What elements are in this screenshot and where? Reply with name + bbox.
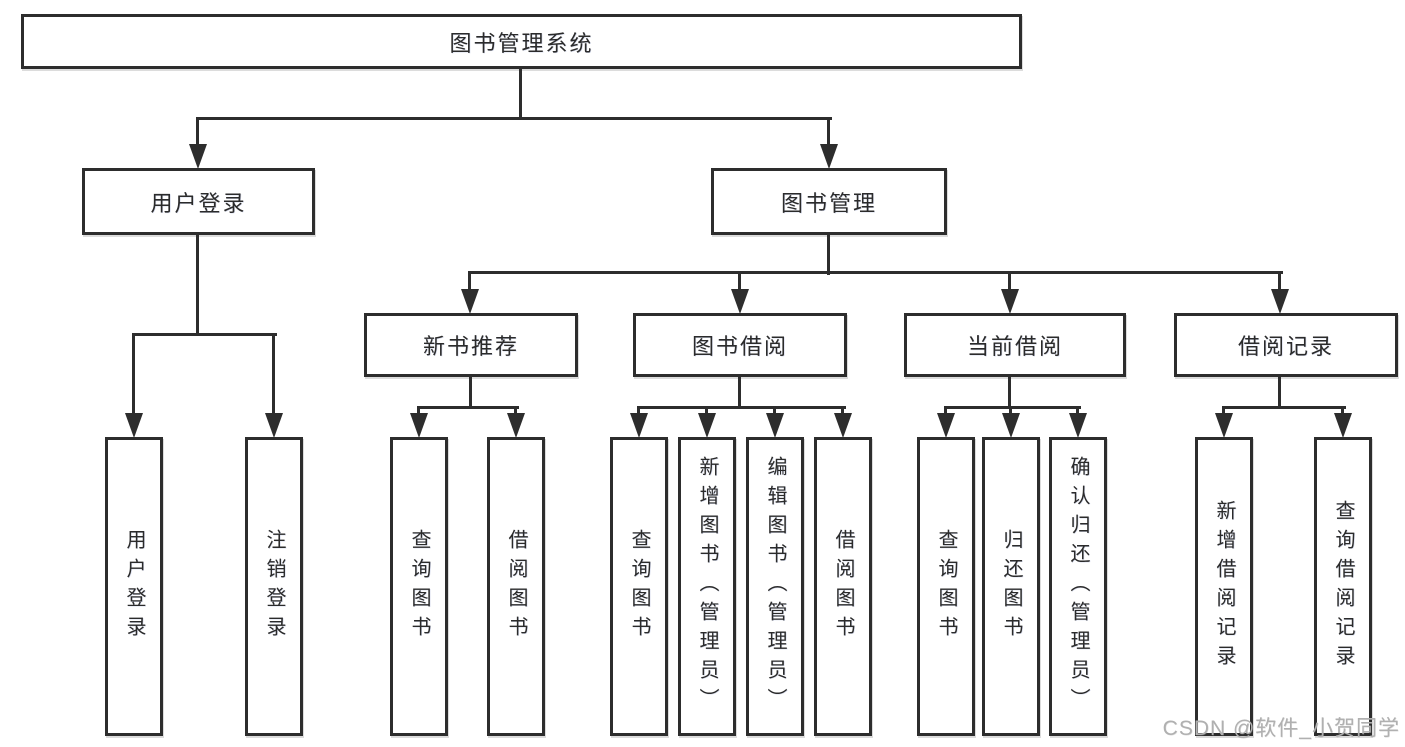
leaf-add-borrow-record-label: 新增借阅记录 [1213,499,1235,674]
node-borrowing-records-label: 借阅记录 [1237,334,1334,359]
leaf-borrow-books-recommend: 借阅图书 [487,437,545,736]
connector-line [1076,406,1079,416]
connector-line [1222,406,1225,416]
node-user-login-label: 用户登录 [150,190,247,216]
arrow-down-icon [1334,413,1352,438]
connector-line [827,117,830,147]
leaf-confirm-return-admin: 确认归还（管理员） [1049,437,1107,736]
node-book-management-label: 图书管理 [780,190,877,216]
connector-line [519,69,522,120]
connector-line [272,333,275,415]
connector-line [841,406,844,416]
connector-line [705,406,708,416]
watermark: CSDN @软件_小贺同学 [1162,717,1400,740]
connector-line [1008,377,1011,409]
leaf-confirm-return-admin-label: 确认归还（管理员） [1067,456,1089,717]
leaf-edit-books-admin-label: 编辑图书（管理员） [764,456,786,717]
arrow-down-icon [1271,289,1289,314]
node-library-system-label: 图书管理系统 [449,30,594,56]
node-borrowing-records: 借阅记录 [1174,313,1398,377]
connector-line [1009,406,1012,416]
connector-line [827,235,830,275]
connector-line [944,406,1081,409]
connector-line [773,406,776,416]
leaf-query-borrow-record-label: 查询借阅记录 [1332,499,1354,674]
connector-line [132,333,135,415]
leaf-query-books-borrowing-label: 查询图书 [628,528,650,645]
connector-line [468,271,1283,274]
arrow-down-icon [1001,289,1019,314]
connector-line [738,271,741,291]
leaf-borrow-books-recommend-label: 借阅图书 [505,528,527,645]
leaf-query-books-recommend-label: 查询图书 [408,528,430,645]
arrow-down-icon [1002,413,1020,438]
node-book-borrowing-label: 图书借阅 [691,334,788,359]
connector-line [1278,377,1281,409]
arrow-down-icon [834,413,852,438]
arrow-down-icon [937,413,955,438]
leaf-query-books-recommend: 查询图书 [390,437,448,736]
node-book-management: 图书管理 [711,168,947,235]
arrow-down-icon [731,289,749,314]
connector-line [196,117,832,120]
connector-line [1341,406,1344,416]
connector-line [468,271,471,291]
connector-line [132,333,277,336]
arrow-down-icon [265,413,283,438]
connector-line [469,377,472,409]
connector-line [1008,271,1011,291]
connector-line [417,406,519,409]
node-new-book-recommend-label: 新书推荐 [422,334,519,359]
connector-line [196,117,199,147]
arrow-down-icon [698,413,716,438]
connector-line [637,406,640,416]
node-new-book-recommend: 新书推荐 [364,313,578,377]
arrow-down-icon [410,413,428,438]
node-book-borrowing: 图书借阅 [633,313,847,377]
arrow-down-icon [1069,413,1087,438]
leaf-user-login: 用户登录 [105,437,163,736]
connector-line [738,377,741,409]
arrow-down-icon [461,289,479,314]
connector-line [1222,406,1346,409]
arrow-down-icon [1215,413,1233,438]
arrow-down-icon [125,413,143,438]
arrow-down-icon [630,413,648,438]
connector-line [637,406,846,409]
connector-line [944,406,947,416]
arrow-down-icon [820,144,838,169]
leaf-query-books-current: 查询图书 [917,437,975,736]
leaf-query-books-borrowing: 查询图书 [610,437,668,736]
node-current-borrowing-label: 当前借阅 [966,334,1063,359]
leaf-query-borrow-record: 查询借阅记录 [1314,437,1372,736]
leaf-query-books-current-label: 查询图书 [935,528,957,645]
arrow-down-icon [507,413,525,438]
connector-line [196,235,199,336]
leaf-add-books-admin: 新增图书（管理员） [678,437,736,736]
leaf-logout: 注销登录 [245,437,303,736]
arrow-down-icon [766,413,784,438]
leaf-borrow-books-label: 借阅图书 [832,528,854,645]
leaf-edit-books-admin: 编辑图书（管理员） [746,437,804,736]
leaf-add-books-admin-label: 新增图书（管理员） [696,456,718,717]
arrow-down-icon [189,144,207,169]
node-user-login: 用户登录 [82,168,315,235]
node-library-system: 图书管理系统 [21,14,1022,69]
leaf-add-borrow-record: 新增借阅记录 [1195,437,1253,736]
node-current-borrowing: 当前借阅 [904,313,1126,377]
connector-line [514,406,517,416]
leaf-logout-label: 注销登录 [263,528,285,645]
leaf-return-books-label: 归还图书 [1000,528,1022,645]
connector-line [417,406,420,416]
leaf-borrow-books: 借阅图书 [814,437,872,736]
leaf-user-login-label: 用户登录 [123,528,145,645]
connector-line [1278,271,1281,291]
leaf-return-books: 归还图书 [982,437,1040,736]
